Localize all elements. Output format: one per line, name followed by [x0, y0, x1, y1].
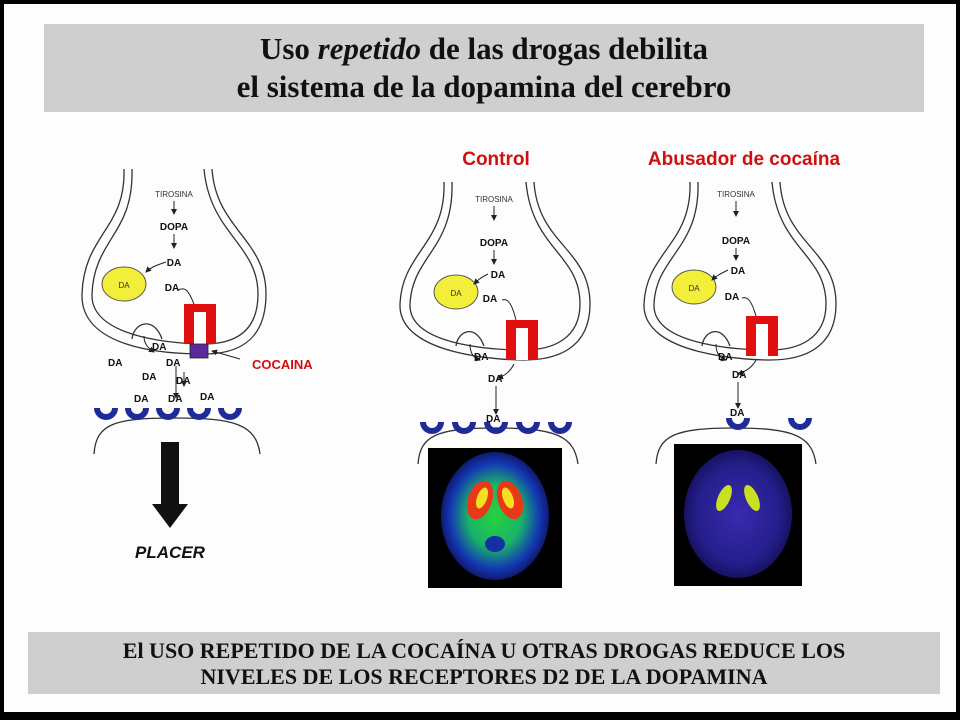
d2-receptor [484, 422, 508, 434]
d2-receptor [452, 422, 476, 434]
title-line-1: Uso repetido de las drogas debilita [259, 31, 709, 66]
d2-receptor [420, 422, 444, 434]
neuron-cocaine: DA TIROSINA DOPA DA DA COCAINA DA DA DA … [81, 168, 313, 562]
d2-receptor [516, 422, 540, 434]
da-label: DA [718, 352, 732, 363]
d2-receptor [726, 418, 750, 430]
da-label: DA [142, 372, 156, 383]
neuron-abuser: DA TIROSINA DOPA DA DA DA DA DA [643, 181, 837, 586]
vesicle-label: DA [450, 289, 462, 298]
d2-receptor [788, 418, 812, 430]
da-label: DA [731, 266, 745, 277]
vesicle [433, 274, 479, 310]
d2-receptor [156, 408, 180, 420]
cocaine-label: COCAINA [252, 357, 313, 372]
da-label: DA [725, 292, 739, 303]
d2-receptor [548, 422, 572, 434]
abuser-title: Abusador de cocaína [648, 149, 841, 170]
release-site [131, 323, 163, 340]
presynaptic-inner [409, 181, 581, 351]
d2-receptors [94, 408, 242, 420]
pet-scan-abuser [674, 444, 802, 586]
da-label: DA [200, 392, 214, 403]
da-label: DA [134, 394, 148, 405]
da-label: DA [176, 376, 190, 387]
title-emphasis: repetido [317, 31, 421, 66]
dopa-label: DOPA [160, 222, 188, 233]
da-label: DA [474, 352, 488, 363]
d2-receptor [125, 408, 149, 420]
vesicle-label: DA [118, 281, 130, 290]
da-label: DA [732, 370, 746, 381]
dopa-label: DOPA [480, 238, 508, 249]
da-label: DA [488, 374, 502, 385]
vesicle [671, 269, 717, 305]
vesicle-label: DA [688, 284, 700, 293]
dopa-label: DOPA [722, 236, 750, 247]
pet-scan-control [428, 448, 562, 588]
d2-receptors [420, 422, 572, 434]
d2-receptors [726, 418, 812, 430]
neuron-control: DA TIROSINA DOPA DA DA DA DA DA [399, 181, 591, 588]
da-label: DA [166, 358, 180, 369]
da-label: DA [491, 270, 505, 281]
d2-receptor [94, 408, 118, 420]
control-title: Control [462, 149, 530, 170]
synapse-diagram: DA TIROSINA DOPA DA DA COCAINA DA DA DA … [81, 149, 841, 588]
da-label: DA [167, 258, 181, 269]
da-label: DA [486, 414, 500, 425]
placer-label: PLACER [135, 543, 206, 562]
da-label: DA [165, 283, 179, 294]
vesicle [101, 266, 147, 302]
da-label: DA [152, 342, 166, 353]
da-label: DA [483, 294, 497, 305]
cocaine-block [189, 343, 209, 359]
presynaptic-outer [643, 181, 837, 361]
pleasure-arrow [152, 442, 188, 528]
slide: Uso repetido de las drogas debilita el s… [4, 4, 956, 712]
footer-banner: El USO REPETIDO DE LA COCAÍNA U OTRAS DR… [28, 632, 940, 694]
tirosina-label: TIROSINA [717, 190, 755, 199]
title-banner: Uso repetido de las drogas debilita el s… [44, 24, 924, 112]
footer-line-1: El USO REPETIDO DE LA COCAÍNA U OTRAS DR… [122, 638, 846, 663]
title-line-2: el sistema de la dopamina del cerebro [236, 69, 732, 104]
d2-receptor [218, 408, 242, 420]
da-label: DA [730, 408, 744, 419]
da-label: DA [168, 394, 182, 405]
footer-line-2: NIVELES DE LOS RECEPTORES D2 DE LA DOPAM… [200, 664, 768, 689]
tirosina-label: TIROSINA [475, 195, 513, 204]
tirosina-label: TIROSINA [155, 190, 193, 199]
d2-receptor [187, 408, 211, 420]
da-label: DA [108, 358, 122, 369]
